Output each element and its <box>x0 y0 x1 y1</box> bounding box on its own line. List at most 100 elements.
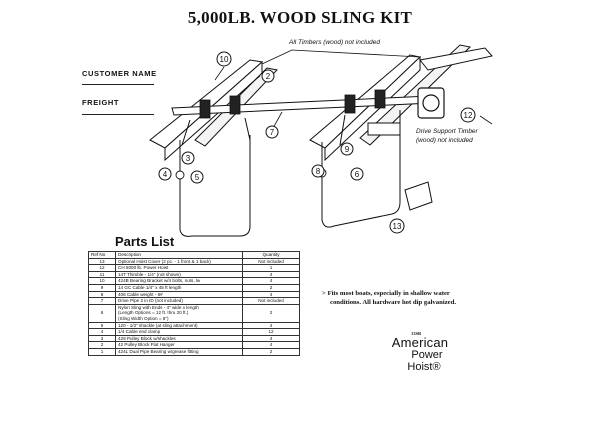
ref-cell: 7 <box>88 297 116 305</box>
optional-hoist-cover <box>404 181 433 211</box>
table-row: 7 Drive Pipe 2 in ID (not included) Not … <box>88 297 300 305</box>
right-sling <box>321 110 401 228</box>
callout-4-text: 4 <box>163 170 168 179</box>
quantity-cell: 12 <box>242 328 300 336</box>
ref-cell: 8 <box>88 290 116 299</box>
callout-12-circle <box>460 107 476 123</box>
callout-9-text: 9 <box>345 145 350 154</box>
callout-4-circle <box>158 167 172 181</box>
table-row: 4 1/4 Cable end clamp 12 <box>88 328 300 336</box>
ref-cell: 11 <box>88 270 116 279</box>
drive-support-callout-line1: Drive Support Timber <box>416 128 478 135</box>
description-cell: Nylon Sling with Ends - 4" wide x length… <box>115 303 243 323</box>
table-row: 6 Nylon Sling with Ends - 4" wide x leng… <box>88 303 300 323</box>
description-cell: 42 Pulley Block Flat Hanger <box>115 341 243 349</box>
american-power-hoist-logo: American Power Hoist® <box>370 335 470 373</box>
callout-8-text: 8 <box>316 167 321 176</box>
quantity-cell: Not included <box>242 297 300 305</box>
table-row: 11 14T Thimble - 1/4" (not shown) 4 <box>88 270 300 279</box>
logo-code: 13SB <box>411 331 422 336</box>
ref-cell: 1 <box>88 347 116 356</box>
all-timbers-callout: All Timbers (wood) not included <box>289 39 380 46</box>
ref-cell: 3 <box>88 334 116 343</box>
ref-cell: 13 <box>88 257 116 266</box>
table-row: 9 14 GC Cable 1/4" x 45 ft length 2 <box>88 283 300 292</box>
ref-cell: 4 <box>88 328 116 336</box>
callout-7-circle <box>265 125 279 139</box>
callout-13-circle <box>389 218 405 234</box>
drive-support-timber <box>419 47 493 71</box>
cable-right <box>339 114 346 146</box>
left-sling <box>179 135 251 237</box>
cable-left-b <box>244 117 251 141</box>
ref-cell: 12 <box>88 264 116 272</box>
callout-6-text: 6 <box>355 170 360 179</box>
bearing-bracket-left-b <box>229 95 241 115</box>
logo-word-hoist: Hoist® <box>407 361 441 373</box>
freight-label: FREIGHT <box>82 98 120 107</box>
customer-name-label: CUSTOMER NAME <box>82 69 157 78</box>
table-row: 2 42 Pulley Block Flat Hanger 4 <box>88 341 300 349</box>
quantity-cell: 2 <box>242 283 300 292</box>
quantity-cell: 4 <box>242 277 300 285</box>
quantity-cell: 4 <box>242 334 300 343</box>
ref-cell: 9 <box>88 283 116 292</box>
ref-cell: 6 <box>88 303 116 323</box>
description-cell: 14 GC Cable 1/4" x 45 ft length <box>115 283 243 292</box>
description-cell: CH 5000 lb. Power Hoist <box>115 264 243 272</box>
description-cell: 120 - 1/2" shackle (at sling attachment) <box>115 321 243 330</box>
power-hoist-drum <box>422 94 440 112</box>
table-row: 13 Optional Hoist Cover (2 pc. - 1 front… <box>88 257 300 266</box>
cable-left <box>181 119 191 146</box>
description-line: (Sling Width Option = 6") <box>118 315 169 321</box>
bearing-bracket-left-a <box>199 99 211 119</box>
right-timber-rear <box>359 44 472 146</box>
ref-cell: 2 <box>88 341 116 349</box>
fits-most-boats-note: > Fits most boats, especially in shallow… <box>322 290 482 307</box>
quantity-cell: Not included <box>242 257 300 266</box>
parts-table-header-row: Ref No Description Quantity <box>88 251 300 259</box>
ref-cell: 10 <box>88 277 116 285</box>
note-line-2: conditions. All hardware hot dip galvani… <box>330 298 457 306</box>
quantity-cell: 2 <box>242 347 300 356</box>
callout-7-text: 7 <box>270 128 275 137</box>
description-cell: Drive Pipe 2 in ID (not included) <box>115 297 243 305</box>
parts-table: Ref No Description Quantity 13 Optional … <box>88 251 300 356</box>
column-header-ref: Ref No <box>88 251 116 259</box>
freight-line <box>82 114 154 115</box>
ref-cell: 5 <box>88 321 116 330</box>
quantity-cell: 4 <box>242 290 300 299</box>
table-row: 1 424L Dual Pipe Bearing w/grease fittin… <box>88 347 300 356</box>
column-header-quantity: Quantity <box>242 251 300 259</box>
table-row: 5 120 - 1/2" shackle (at sling attachmen… <box>88 321 300 330</box>
callout-5-circle <box>190 170 204 184</box>
customer-name-line <box>82 84 154 85</box>
right-timber-side <box>324 55 421 162</box>
quantity-cell: 4 <box>242 341 300 349</box>
note-line-1: > Fits most boats, especially in shallow… <box>322 290 450 297</box>
description-cell: 429 Pulley Block w/shackles <box>115 334 243 343</box>
callout-3-text: 3 <box>186 154 191 163</box>
pulley-hanger-block <box>367 122 401 136</box>
callout-10-circle <box>216 51 232 67</box>
callout-8-circle <box>311 164 325 178</box>
document-title: 5,000LB. WOOD SLING KIT <box>187 8 413 27</box>
description-cell: Optional Hoist Cover (2 pc. - 1 front & … <box>115 257 243 266</box>
quantity-cell: 2 <box>242 303 300 323</box>
callout-5-text: 5 <box>195 173 200 182</box>
description-cell: 424L Dual Pipe Bearing w/grease fitting <box>115 347 243 356</box>
callout-2-text: 2 <box>266 72 271 81</box>
logo-word-american: American <box>391 335 449 350</box>
callout-2-circle <box>261 69 275 83</box>
callout-9-circle <box>340 142 354 156</box>
drive-support-callout-line2: (wood) not included <box>416 137 473 144</box>
bearing-bracket-right-b <box>374 89 386 109</box>
table-row: 10 424B Bearing Bracket w/4 bolts, nuts,… <box>88 277 300 285</box>
cable-weight-left <box>175 170 185 180</box>
quantity-cell: 1 <box>242 264 300 272</box>
table-row: 3 429 Pulley Block w/shackles 4 <box>88 334 300 343</box>
bearing-bracket-right-a <box>344 94 356 114</box>
column-header-description: Description <box>115 251 243 259</box>
callout-12-text: 12 <box>464 111 473 120</box>
